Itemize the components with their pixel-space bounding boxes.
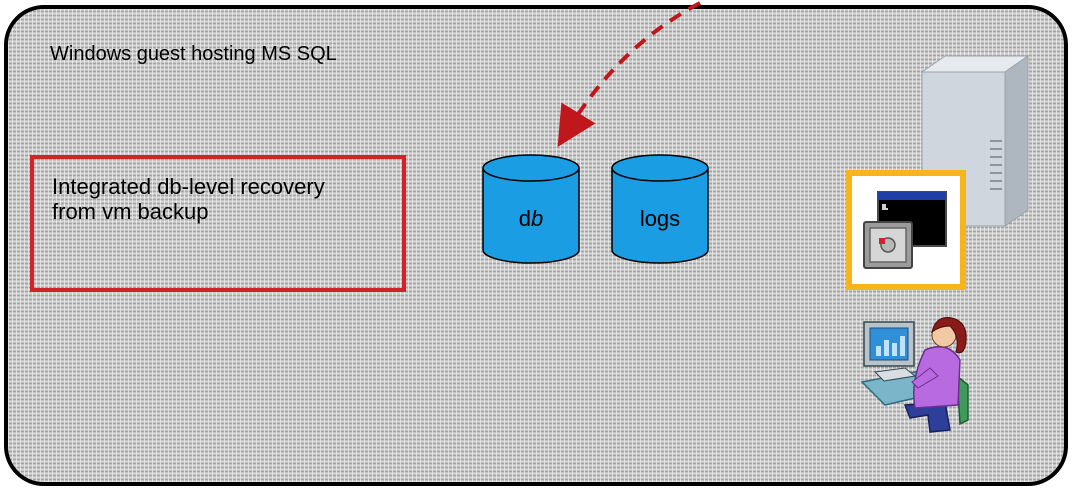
recovery-callout-box	[30, 155, 406, 292]
db-label-prefix: d	[518, 206, 531, 231]
db-label: db	[483, 206, 579, 232]
logs-label: logs	[639, 206, 681, 231]
recovery-callout-text: Integrated db-level recovery from vm bac…	[52, 174, 325, 224]
logs-cylinder	[611, 154, 709, 264]
user-at-workstation-icon	[860, 317, 969, 433]
db-label-italic: b	[531, 206, 544, 231]
command-console-icon	[846, 170, 966, 290]
guest-title: Windows guest hosting MS SQL	[50, 43, 337, 65]
db-cylinder	[482, 154, 580, 264]
restore-arrow	[557, 1, 701, 148]
